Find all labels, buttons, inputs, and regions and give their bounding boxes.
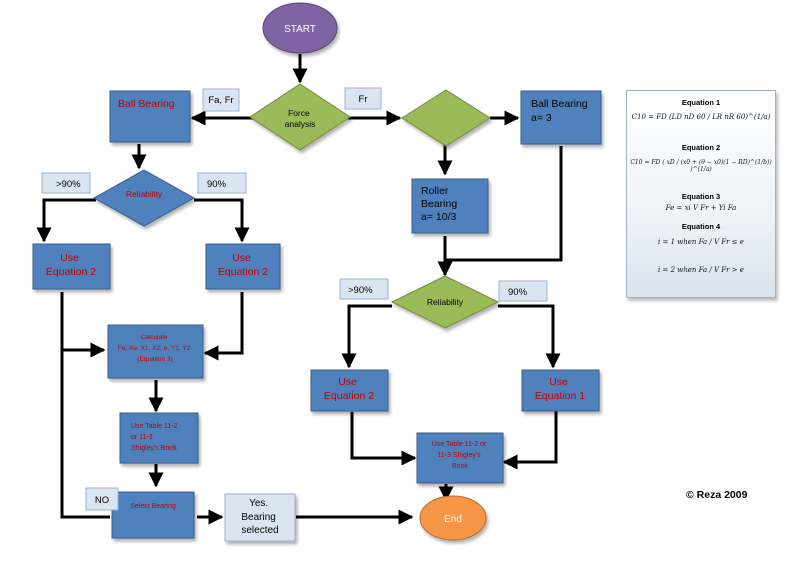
roller-bearing-box bbox=[411, 178, 489, 234]
force-analysis-line-1: Force bbox=[288, 108, 310, 118]
calculate-label: Calculate Fe, Xe, X1, X2, e, Y1, Y2 (Equ… bbox=[118, 334, 192, 363]
roller-bearing-line-2: Bearing bbox=[421, 198, 457, 210]
calculate-line-1: Calculate bbox=[141, 334, 168, 341]
fr-label: Fr bbox=[359, 94, 368, 105]
connector-reliability-right-gt90 bbox=[341, 304, 392, 369]
use-equation-1-right-box bbox=[521, 369, 600, 412]
connector-reliability-right-90 bbox=[498, 304, 561, 369]
ball-bearing-right-label: Ball Bearing a= 3 bbox=[531, 98, 591, 124]
gt90-left-label-box bbox=[41, 172, 91, 194]
yes-bearing-selected-line-2: Bearing bbox=[241, 512, 275, 523]
connector-reliability-left-gt90 bbox=[36, 198, 96, 243]
use-table-left-label: Use Table 11-2 or 11-3 Shigley's Book bbox=[131, 423, 179, 452]
use-equation-2-right-label: Use Equation 2 bbox=[324, 376, 374, 402]
calculate-box bbox=[107, 324, 204, 379]
no-label: NO bbox=[95, 495, 109, 506]
use-equation-1-right-line-2: Equation 1 bbox=[535, 390, 585, 402]
start-node bbox=[262, 2, 338, 54]
ball-bearing-right-line-1: Ball Bearing bbox=[531, 98, 588, 110]
connector-eq1-table bbox=[502, 411, 558, 470]
p90-left-label-box bbox=[197, 172, 247, 194]
equation-3-title: Equation 3 bbox=[681, 192, 721, 201]
yes-bearing-selected-line-1: Yes. bbox=[249, 498, 268, 509]
connector-no-loop bbox=[60, 330, 110, 519]
use-equation-2-left-a-box bbox=[32, 243, 111, 290]
connector-reliability-left-90 bbox=[194, 198, 250, 243]
equation-2-title: Equation 2 bbox=[681, 143, 721, 152]
ball-bearing-left-label: Ball Bearing bbox=[118, 98, 175, 110]
ball-bearing-left-box bbox=[109, 90, 191, 143]
use-equation-1-right-label: Use Equation 1 bbox=[535, 376, 585, 402]
select-bearing-box bbox=[111, 491, 195, 539]
copyright-text: © Reza 2009 bbox=[686, 489, 748, 501]
use-table-right-box bbox=[416, 432, 504, 484]
roller-bearing-label: Roller Bearing a= 10/3 bbox=[421, 185, 460, 223]
reliability-right-diamond bbox=[390, 275, 500, 329]
equation-1-formula: C10 = FD (LD nD 60 / LR nR 60)^(1/a) bbox=[631, 113, 771, 121]
reliability-right-label: Reliability bbox=[427, 297, 464, 307]
use-equation-2-left-a-line-2: Equation 2 bbox=[46, 266, 96, 278]
connector-eq2a-calculate bbox=[60, 292, 106, 358]
reliability-left-label: Reliability bbox=[126, 189, 163, 199]
use-table-left-line-1: Use Table 11-2 bbox=[131, 423, 178, 430]
use-equation-2-left-a-label: Use Equation 2 bbox=[46, 252, 96, 278]
calculate-line-2: Fe, Xe, X1, X2, e, Y1, Y2 bbox=[118, 345, 191, 352]
p90-right-label: 90% bbox=[508, 287, 528, 298]
yes-bearing-selected-box bbox=[224, 493, 296, 542]
p90-right-label-box bbox=[498, 280, 548, 302]
use-equation-2-left-b-line-1: Use bbox=[232, 252, 251, 264]
gt90-right-label-box bbox=[339, 278, 389, 300]
fa-fr-label: Fa, Fr bbox=[208, 95, 233, 106]
equation-4-title: Equation 4 bbox=[681, 222, 721, 231]
use-equation-2-right-line-1: Use bbox=[338, 376, 357, 388]
use-equation-2-right-line-2: Equation 2 bbox=[324, 390, 374, 402]
connector-ballbearing-right-reliability bbox=[445, 146, 563, 262]
use-equation-2-left-a-line-1: Use bbox=[60, 252, 79, 264]
yes-bearing-selected-label: Yes. Bearing selected bbox=[241, 498, 278, 536]
p90-left-label: 90% bbox=[207, 179, 227, 190]
connector-eq2r-table bbox=[350, 412, 417, 466]
end-label: End bbox=[444, 514, 462, 525]
no-label-box bbox=[85, 487, 119, 511]
calculate-line-3: (Equation 3) bbox=[137, 356, 172, 363]
gt90-left-label: >90% bbox=[56, 179, 81, 190]
ball-bearing-right-line-2: a= 3 bbox=[531, 112, 552, 124]
use-table-left-box bbox=[119, 412, 199, 464]
force-analysis-diamond bbox=[249, 83, 351, 151]
use-table-right-line-3: Book bbox=[452, 463, 468, 470]
fr-label-box bbox=[344, 87, 382, 110]
reliability-left-diamond bbox=[92, 169, 196, 227]
use-table-left-line-3: Shigley's Book bbox=[131, 445, 177, 452]
use-equation-2-left-b-box bbox=[205, 243, 281, 290]
end-node bbox=[419, 495, 487, 541]
equation-2-formula: C10 = FD ( xD / (x0 + (θ − x0)(1 − RD)^(… bbox=[630, 159, 772, 173]
use-table-right-line-1: Use Table 11-2 or bbox=[432, 441, 487, 448]
roller-bearing-line-3: a= 10/3 bbox=[421, 211, 456, 223]
equation-3-formula: Fe = xi V Fr + Yi Fa bbox=[665, 204, 737, 212]
yes-bearing-selected-line-3: selected bbox=[241, 525, 278, 536]
connectors bbox=[36, 54, 563, 525]
select-bearing-label: Select Bearing bbox=[130, 503, 176, 510]
use-equation-2-right-box bbox=[310, 369, 389, 412]
fa-fr-label-box bbox=[202, 88, 240, 112]
decision-diamond-2 bbox=[401, 89, 491, 147]
equation-4a-formula: i = 1 when Fa / V Fr ≤ e bbox=[658, 238, 744, 246]
start-label: START bbox=[284, 24, 316, 35]
use-table-right-label: Use Table 11-2 or 11-3 Shigley's Book bbox=[432, 441, 489, 470]
use-equation-2-left-b-label: Use Equation 2 bbox=[218, 252, 268, 278]
force-analysis-line-2: analysis bbox=[285, 119, 316, 129]
roller-bearing-line-1: Roller bbox=[421, 185, 449, 197]
use-table-left-line-2: or 11-3 bbox=[131, 434, 153, 441]
gt90-right-label: >90% bbox=[348, 285, 373, 296]
use-equation-1-right-line-1: Use bbox=[549, 376, 568, 388]
use-table-right-line-2: 11-3 Shigley's bbox=[437, 452, 481, 459]
connector-eq2b-calculate bbox=[203, 292, 244, 361]
equation-1-title: Equation 1 bbox=[681, 98, 721, 107]
force-analysis-label: Force analysis bbox=[285, 108, 316, 129]
equation-4b-formula: i = 2 when Fa / V Fr > e bbox=[658, 266, 744, 274]
equations-panel: Equation 1 C10 = FD (LD nD 60 / LR nR 60… bbox=[626, 90, 776, 298]
use-equation-2-left-b-line-2: Equation 2 bbox=[218, 266, 268, 278]
ball-bearing-right-box bbox=[520, 90, 602, 145]
